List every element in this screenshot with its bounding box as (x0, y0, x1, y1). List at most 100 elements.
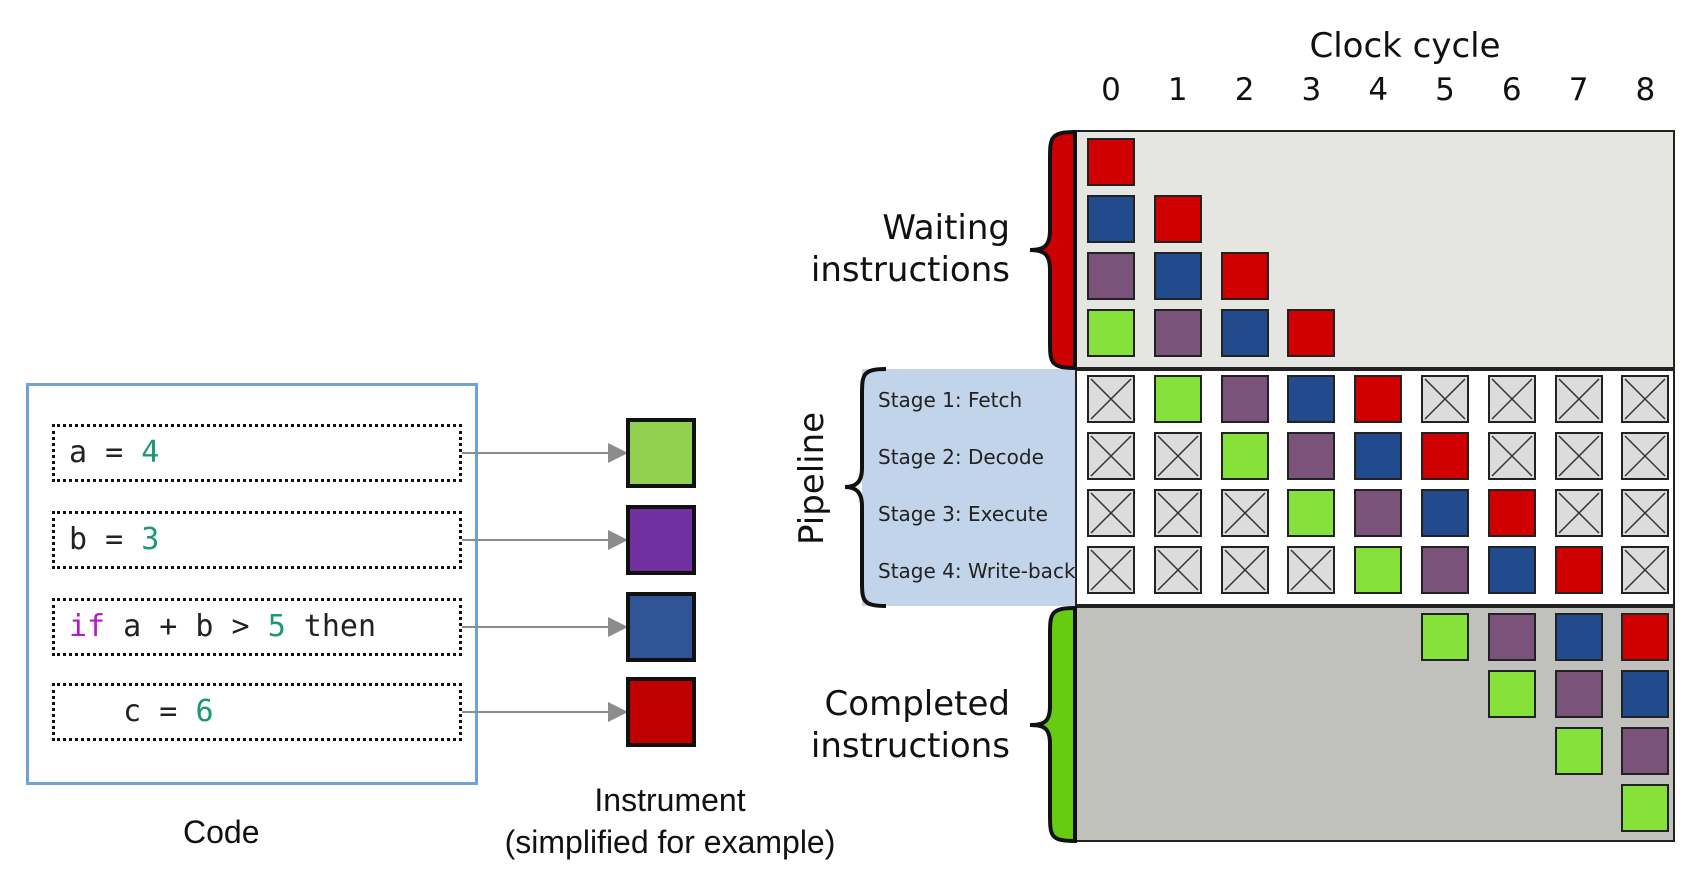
empty-slot-cell (1487, 375, 1536, 423)
stage-label-fetch: Stage 1: Fetch (878, 388, 1023, 412)
empty-slot-cell (1621, 432, 1670, 480)
empty-slot-cell (1554, 432, 1603, 480)
instruction-cell-green (1554, 727, 1603, 775)
instruction-cell-red (1621, 613, 1670, 661)
instruction-cell-purple (1554, 670, 1603, 718)
cycle-label: 6 (1501, 72, 1522, 108)
instruction-cell-blue (1487, 546, 1536, 594)
code-token: 6 (195, 694, 214, 729)
instruction-cell-green (1421, 613, 1469, 661)
instruction-cell-purple (1487, 613, 1536, 661)
instruction-cell-red (1087, 138, 1135, 186)
empty-slot-cell (1153, 489, 1202, 537)
empty-slot-cell (1153, 432, 1202, 480)
instruction-cell-green (1287, 489, 1336, 537)
empty-slot-cell (1621, 489, 1670, 537)
empty-slot-cell (1220, 546, 1269, 594)
instruction-cell-purple (1287, 432, 1336, 480)
empty-slot-cell (1621, 375, 1670, 423)
code-line-2: b = 3 (52, 511, 462, 569)
instruction-cell-blue (1153, 252, 1202, 300)
code-line-4: c = 6 (52, 683, 462, 741)
instruction-cell-blue (1621, 670, 1670, 718)
empty-slot-cell (1621, 546, 1670, 594)
empty-slot-cell (1287, 546, 1336, 594)
code-token: a + b > (105, 609, 268, 644)
instruction-cell-red (1487, 489, 1536, 537)
cycle-label: 1 (1167, 72, 1188, 108)
code-token: 3 (141, 522, 160, 557)
cycle-label: 7 (1568, 72, 1589, 108)
empty-slot-cell (1220, 489, 1269, 537)
cycle-label: 4 (1368, 72, 1389, 108)
empty-slot-cell (1421, 375, 1469, 423)
cycle-label: 3 (1301, 72, 1322, 108)
empty-slot-cell (1153, 546, 1202, 594)
instruction-cell-green (1153, 375, 1202, 423)
code-token: 5 (267, 609, 286, 644)
code-panel (26, 383, 478, 785)
empty-slot-cell (1554, 375, 1603, 423)
empty-slot-cell (1087, 546, 1135, 594)
stage-label-decode: Stage 2: Decode (878, 445, 1044, 469)
waiting-label-line-2: instructions (810, 250, 1010, 290)
code-token: 4 (141, 435, 160, 470)
instrument-box-2 (626, 505, 696, 575)
instruction-cell-red (1220, 252, 1269, 300)
instruction-cell-blue (1220, 309, 1269, 357)
instruction-cell-blue (1554, 613, 1603, 661)
instruction-cell-blue (1087, 195, 1135, 243)
completed-brace (1029, 605, 1077, 844)
instruction-cell-purple (1220, 375, 1269, 423)
code-line-1: a = 4 (52, 424, 462, 482)
instruction-cell-green (1621, 784, 1670, 832)
code-line-3: if a + b > 5 then (52, 598, 462, 656)
code-token: b = (69, 522, 142, 557)
code-caption: Code (183, 814, 260, 850)
empty-slot-cell (1554, 489, 1603, 537)
empty-slot-cell (1487, 432, 1536, 480)
completed-label-line-2: instructions (810, 726, 1010, 766)
completed-label-line-1: Completed (824, 684, 1010, 724)
instruction-cell-purple (1421, 546, 1469, 594)
clock-cycle-title: Clock cycle (1309, 26, 1501, 66)
instruction-cell-red (1354, 375, 1403, 423)
instrument-box-1 (626, 418, 696, 488)
waiting-label: Waiting instructions (780, 207, 1010, 291)
instrument-box-4 (626, 677, 696, 747)
instruction-cell-red (1554, 546, 1603, 594)
cycle-label: 0 (1101, 72, 1121, 108)
code-token: then (285, 609, 377, 644)
instruction-cell-blue (1287, 375, 1336, 423)
empty-slot-cell (1087, 432, 1135, 480)
cycle-label: 5 (1435, 72, 1455, 108)
waiting-label-line-1: Waiting (882, 208, 1010, 248)
instruction-cell-red (1287, 309, 1336, 357)
stage-label-execute: Stage 3: Execute (878, 502, 1048, 526)
instruction-cell-green (1220, 432, 1269, 480)
code-token: if (69, 609, 106, 644)
code-token: c = (69, 694, 196, 729)
empty-slot-cell (1087, 489, 1135, 537)
cycle-label: 2 (1234, 72, 1255, 108)
instruction-cell-green (1354, 546, 1403, 594)
code-token: a = (69, 435, 142, 470)
instrument-box-3 (626, 592, 696, 662)
instruction-cell-blue (1354, 432, 1403, 480)
completed-label: Completed instructions (780, 683, 1010, 767)
instruction-cell-green (1487, 670, 1536, 718)
pipeline-stage-label-panel (862, 369, 1075, 606)
instrument-caption-line-2: (simplified for example) (504, 824, 836, 860)
stage-label-writeback: Stage 4: Write-back (878, 559, 1076, 583)
instruction-cell-green (1087, 309, 1135, 357)
instruction-cell-blue (1421, 489, 1469, 537)
pipeline-brace (844, 367, 887, 608)
instruction-cell-purple (1354, 489, 1403, 537)
empty-slot-cell (1087, 375, 1135, 423)
instruction-cell-red (1153, 195, 1202, 243)
instrument-caption-line-1: Instrument (594, 782, 746, 818)
instruction-cell-purple (1087, 252, 1135, 300)
cycle-label: 8 (1635, 72, 1656, 108)
